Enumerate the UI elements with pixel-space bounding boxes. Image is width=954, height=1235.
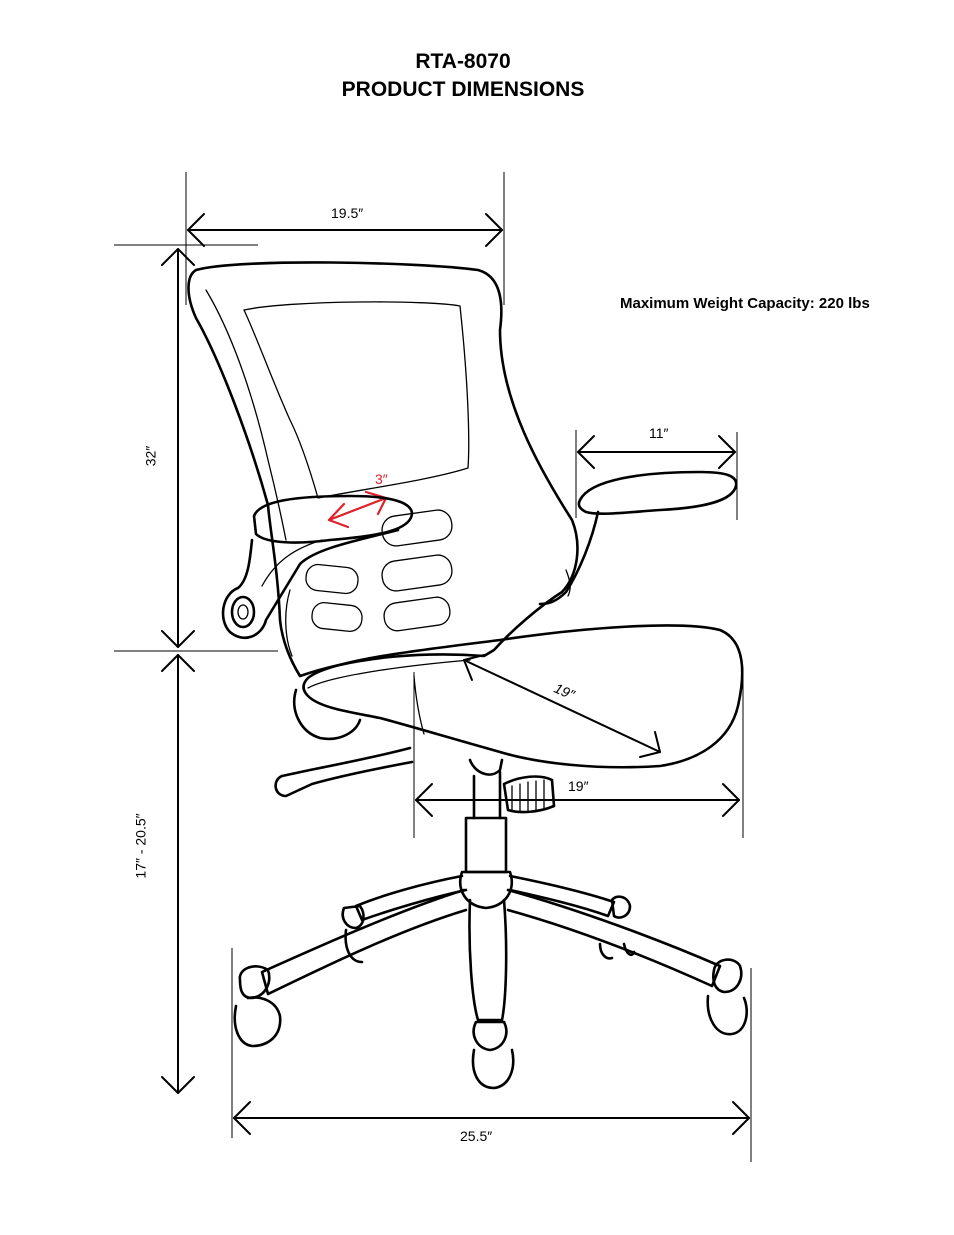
dimension-seat-width bbox=[415, 783, 740, 817]
left-armrest bbox=[221, 494, 414, 639]
dimension-armrest-length bbox=[577, 435, 736, 469]
extension-lines bbox=[114, 172, 752, 1162]
backrest bbox=[187, 261, 579, 678]
dimension-seat-height bbox=[161, 654, 195, 1094]
back-width-label: 19.5″ bbox=[331, 205, 364, 221]
dimension-seat-depth bbox=[463, 654, 661, 758]
page-subtitle: PRODUCT DIMENSIONS bbox=[341, 78, 585, 101]
seat-height-label: 17″ - 20.5″ bbox=[132, 813, 149, 879]
base bbox=[233, 870, 748, 1090]
base-width-label: 25.5″ bbox=[460, 1128, 493, 1144]
back-height-label: 32″ bbox=[142, 445, 159, 467]
dimension-base-width bbox=[233, 1101, 750, 1135]
armrest-length-label: 11″ bbox=[649, 425, 669, 441]
model-title: RTA-8070 bbox=[415, 50, 511, 73]
gas-lift bbox=[274, 746, 556, 874]
dimension-back-width bbox=[187, 213, 503, 247]
seat-width-label: 19″ bbox=[568, 778, 589, 794]
weight-capacity-label: Maximum Weight Capacity: 220 lbs bbox=[620, 295, 870, 312]
dimension-back-height bbox=[161, 248, 195, 648]
armrest-width-label: 3″ bbox=[375, 471, 388, 487]
seat bbox=[293, 624, 744, 769]
right-armrest bbox=[538, 470, 738, 606]
